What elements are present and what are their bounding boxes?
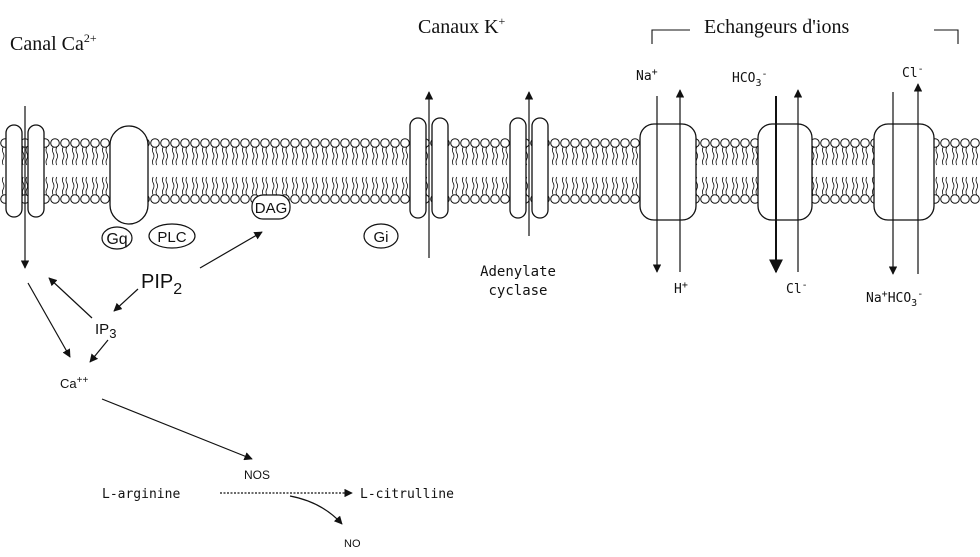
plc-label: PLC (157, 229, 186, 246)
arrow-ip3-to-channel (49, 278, 92, 318)
gq-protein: Gq (102, 227, 132, 249)
k-channels-title: Canaux K+ (418, 14, 506, 38)
cl-top-label: Cl- (902, 64, 924, 81)
arrow-ca-to-nos (102, 399, 252, 459)
adenylate-cyclase-line1: Adenylate (480, 264, 556, 280)
h-bottom-label: H+ (674, 280, 688, 297)
gi-label: Gi (374, 229, 389, 246)
na-top-label: Na+ (636, 67, 658, 84)
exchangers-title: Echangeurs d'ions (704, 16, 849, 38)
dag-label: DAG (255, 200, 288, 217)
l-citrulline-label: L-citrulline (360, 487, 454, 502)
pip2-label: PIP2 (141, 271, 182, 298)
gq-label: Gq (106, 231, 127, 248)
cl-bottom-label: Cl- (786, 280, 808, 297)
potassium-channel-1 (410, 92, 448, 258)
calcium-label: Ca++ (60, 375, 88, 391)
arrow-channel-to-ca (28, 283, 70, 357)
calcium-channel (6, 106, 44, 268)
exchanger-cl-nahco3 (874, 84, 934, 274)
potassium-channel-2 (510, 92, 548, 236)
gi-protein: Gi (364, 224, 398, 248)
na-hco3-bottom-label: Na+HCO3- (866, 289, 923, 309)
arrow-to-no (290, 496, 342, 524)
arrow-ip3-to-ca (90, 340, 108, 362)
ip3-label: IP3 (95, 321, 116, 341)
arrow-pip2-to-ip3 (114, 289, 138, 311)
plc-enzyme: PLC (149, 224, 195, 248)
no-label: NO (344, 538, 361, 550)
exchanger-hco3-cl (758, 90, 812, 272)
exchanger-na-h (640, 90, 696, 272)
l-arginine-label: L-arginine (102, 487, 180, 502)
dag-molecule: DAG (252, 195, 290, 219)
exchangers-bracket (652, 30, 690, 44)
ca-channel-title: Canal Ca2+ (10, 31, 97, 55)
hco3-top-label: HCO3- (732, 69, 768, 89)
arrow-pip2-to-dag (200, 232, 262, 268)
nos-label: NOS (244, 468, 270, 482)
adenylate-cyclase-line2: cyclase (488, 283, 547, 299)
gq-receptor (110, 126, 148, 224)
